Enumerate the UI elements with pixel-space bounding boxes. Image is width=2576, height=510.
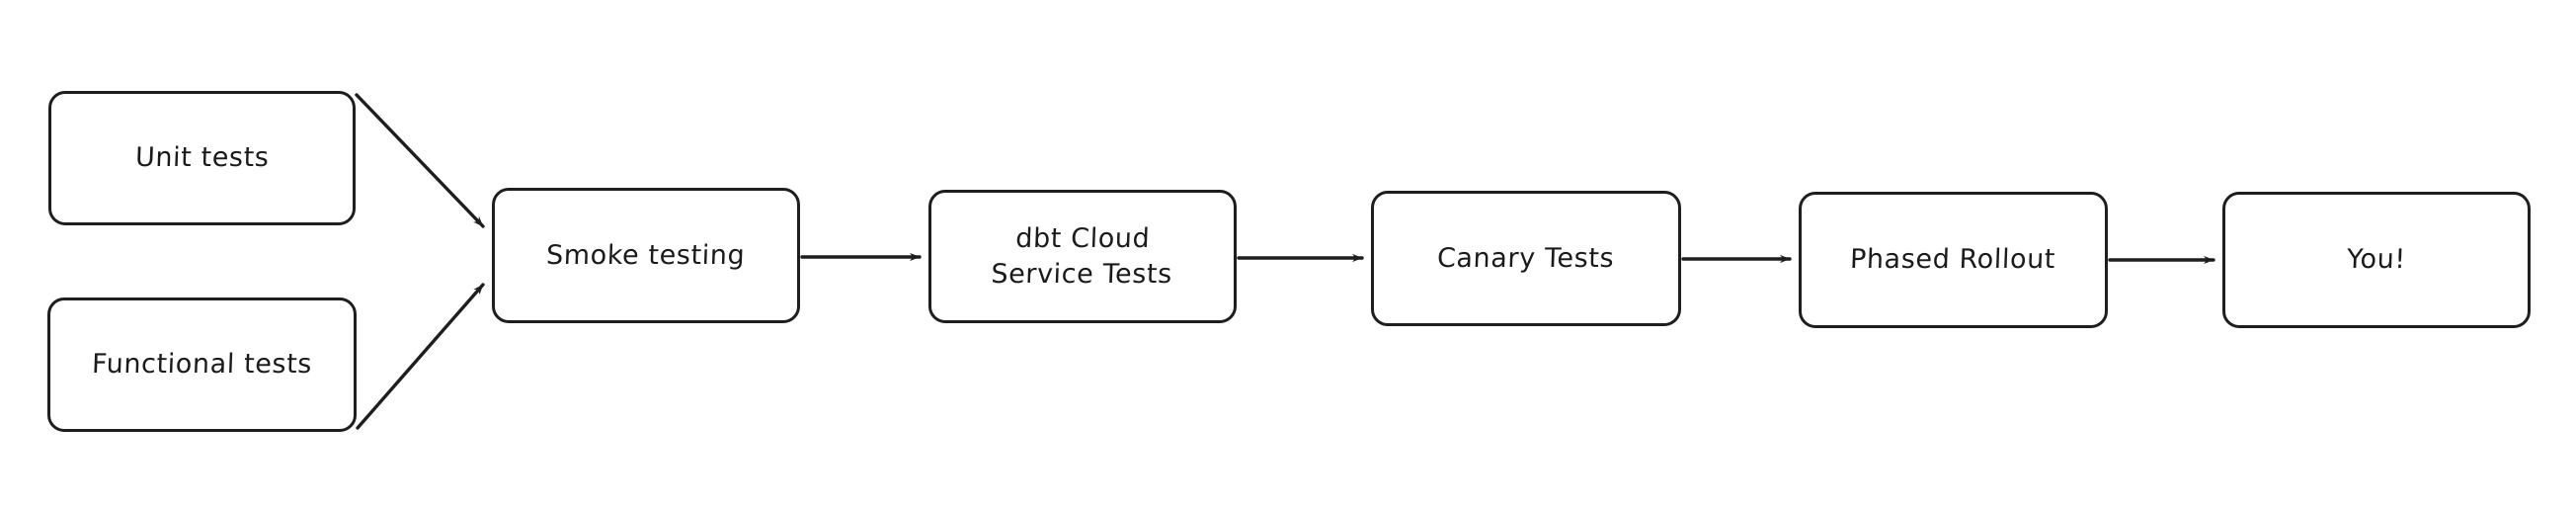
node-you-label: You! <box>2346 244 2407 276</box>
edge-unit-tests-to-smoke-testing <box>355 93 485 228</box>
node-phased-rollout[interactable]: Phased Rollout <box>1799 192 2108 328</box>
node-you[interactable]: You! <box>2222 192 2531 328</box>
node-phased-rollout-label: Phased Rollout <box>1849 244 2057 276</box>
node-dbt-cloud-service-tests-label: dbt Cloud Service Tests <box>991 222 1173 290</box>
node-smoke-testing[interactable]: Smoke testing <box>492 188 800 323</box>
node-unit-tests-label: Unit tests <box>134 142 270 174</box>
node-functional-tests-label: Functional tests <box>91 349 313 381</box>
node-dbt-cloud-service-tests[interactable]: dbt Cloud Service Tests <box>928 190 1237 323</box>
node-canary-tests-label: Canary Tests <box>1436 242 1616 274</box>
node-canary-tests[interactable]: Canary Tests <box>1371 191 1681 326</box>
node-unit-tests[interactable]: Unit tests <box>48 91 356 225</box>
edge-functional-tests-to-smoke-testing <box>356 283 485 430</box>
node-smoke-testing-label: Smoke testing <box>545 239 747 271</box>
node-functional-tests[interactable]: Functional tests <box>47 298 357 432</box>
